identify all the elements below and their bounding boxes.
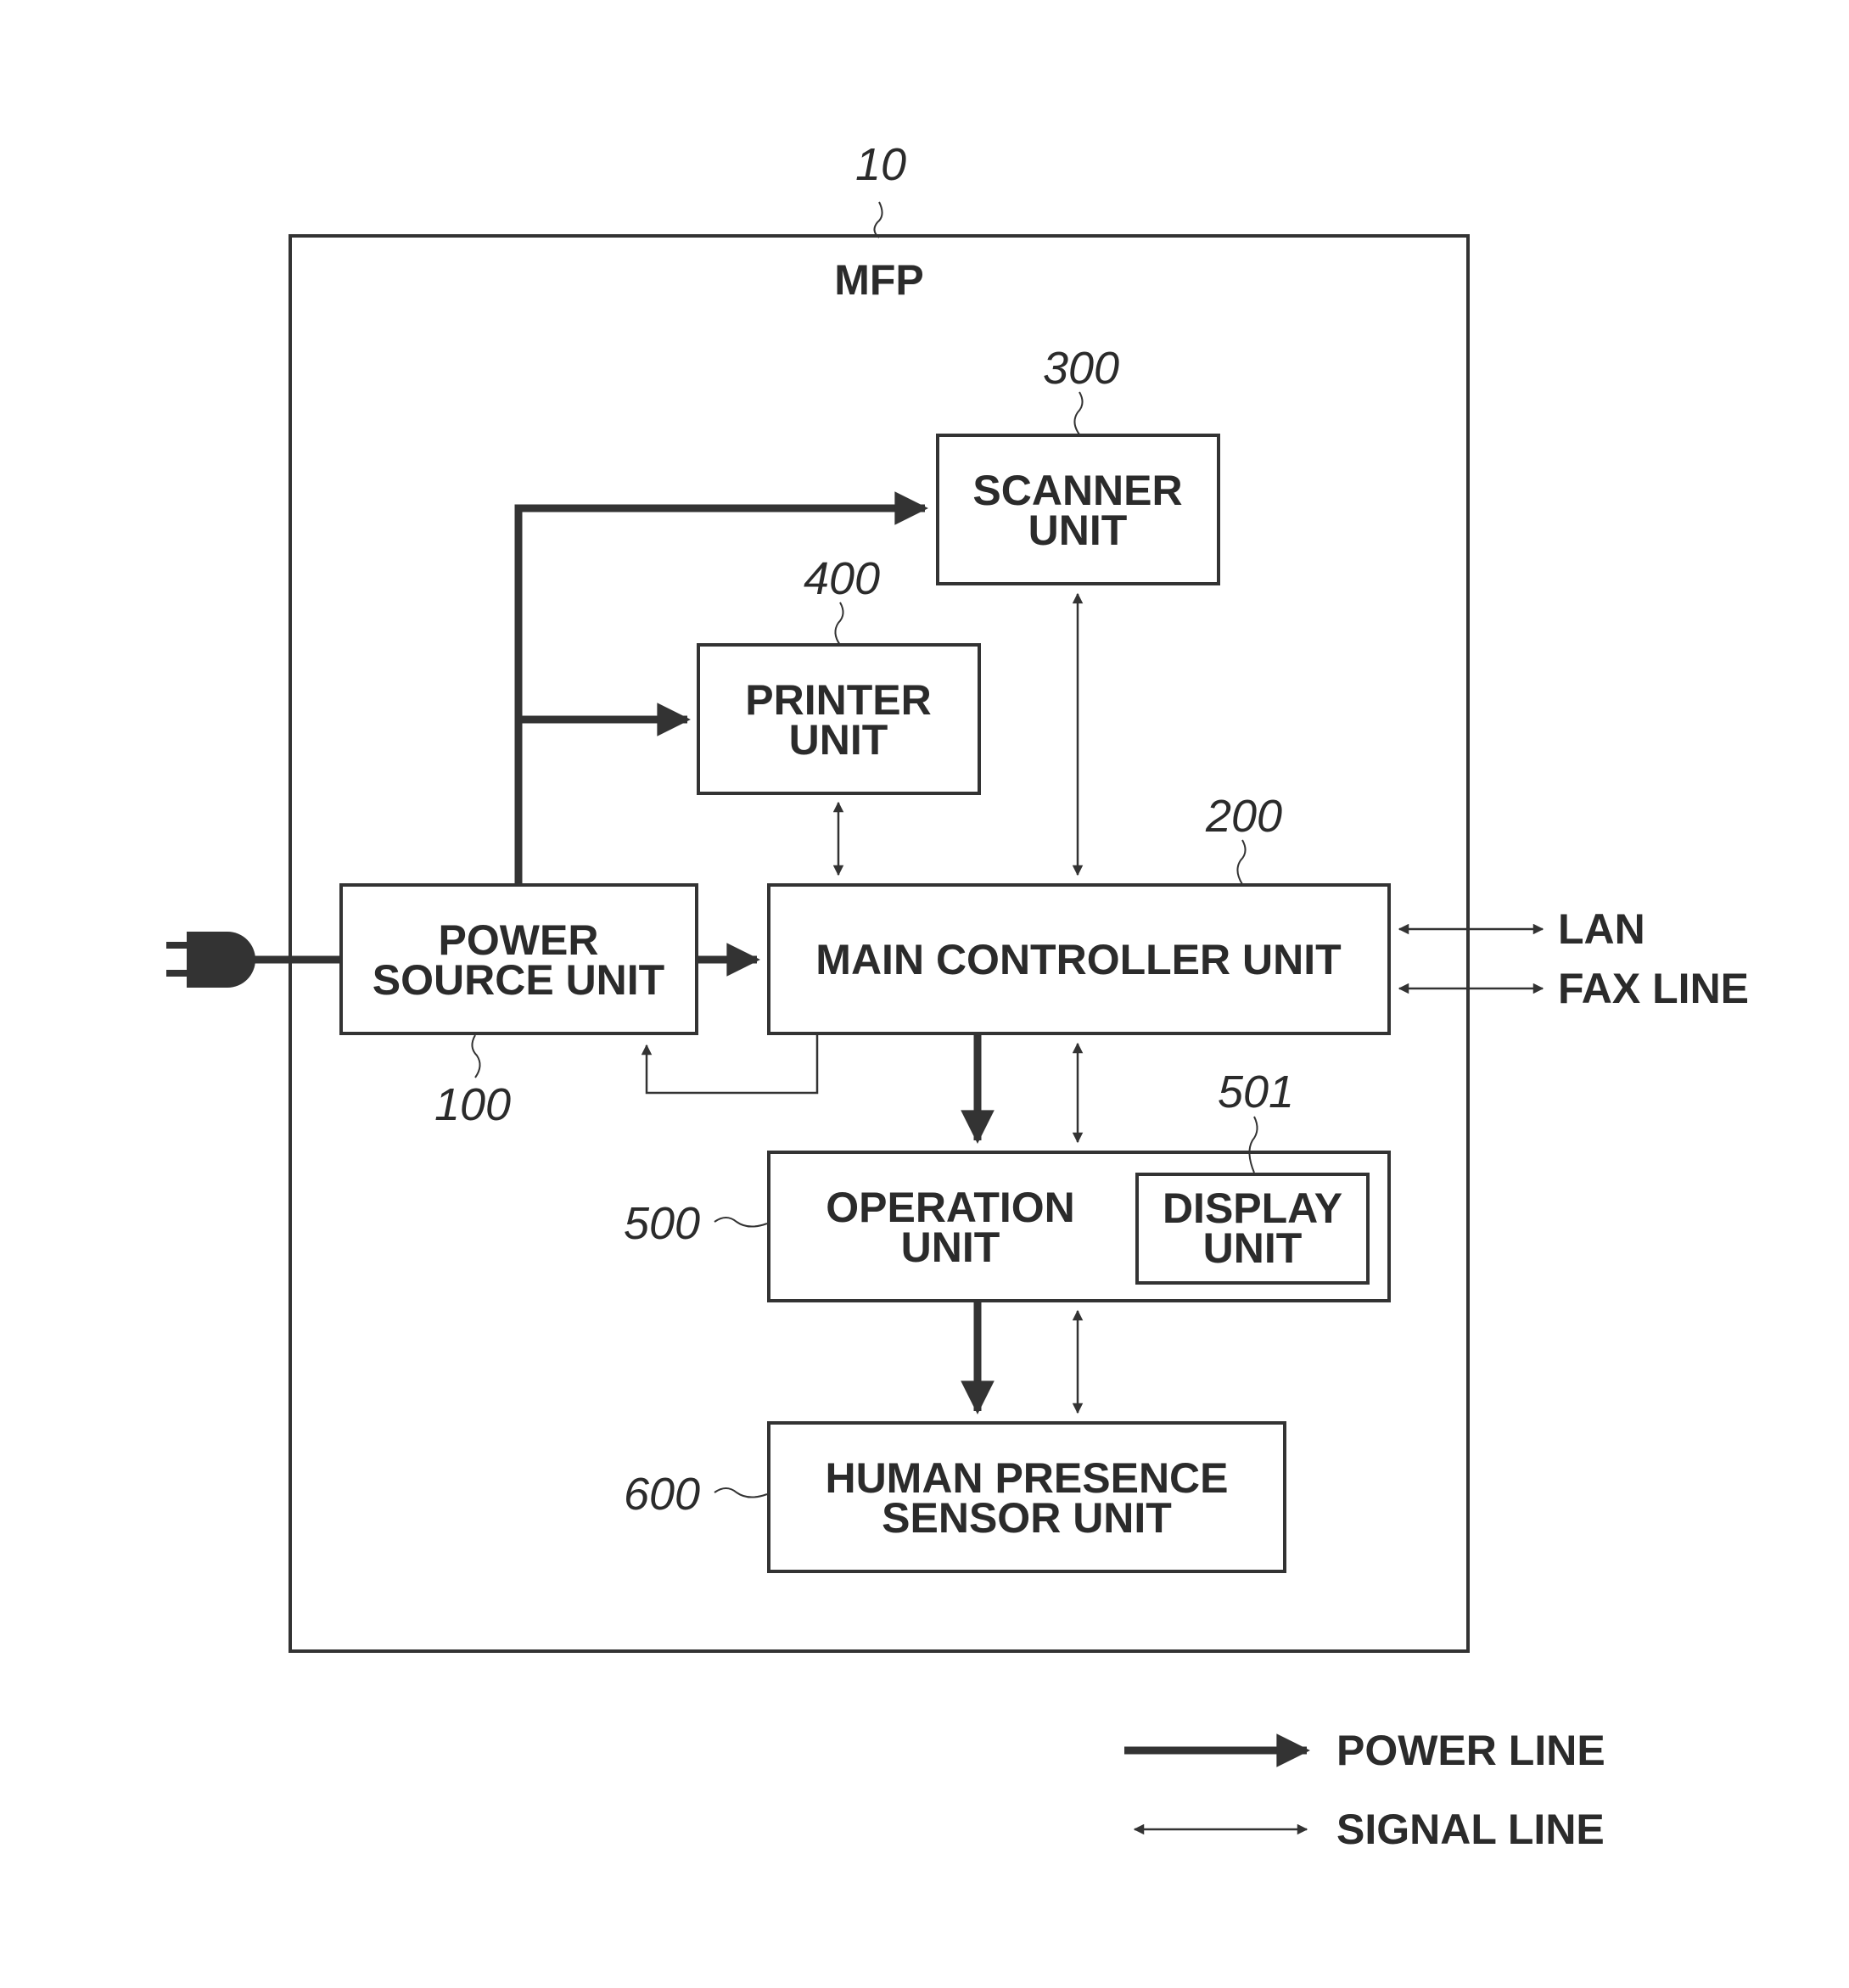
fax-line-label: FAX LINE (1558, 965, 1749, 1012)
sensor-unit-ref-leader (714, 1488, 767, 1498)
scanner-unit-label-line2: UNIT (1028, 507, 1128, 554)
power-source-unit-label-line2: SOURCE UNIT (373, 956, 664, 1004)
lan-label: LAN (1558, 905, 1645, 953)
main-controller-unit-ref: 200 (1205, 791, 1282, 842)
printer-unit-label-line2: UNIT (789, 716, 888, 764)
scanner-unit-ref-leader (1074, 392, 1082, 434)
printer-unit-ref: 400 (804, 553, 880, 604)
operation-unit-ref-leader (714, 1218, 767, 1227)
display-unit-label-line2: UNIT (1203, 1224, 1303, 1272)
legend-signal-line-label: SIGNAL LINE (1336, 1806, 1605, 1853)
mfp-label: MFP (834, 256, 924, 304)
main-controller-unit-ref-leader (1237, 840, 1245, 884)
mfp-ref-leader (874, 202, 882, 238)
legend-power-line-label: POWER LINE (1336, 1727, 1605, 1774)
power-source-unit-ref-leader (472, 1035, 479, 1078)
sensor-unit-ref: 600 (624, 1469, 700, 1520)
main-to-power-signal-line (647, 1033, 817, 1093)
display-unit-ref: 501 (1218, 1067, 1294, 1117)
power-source-unit-ref: 100 (434, 1079, 511, 1130)
operation-unit-label-line2: UNIT (901, 1224, 1000, 1271)
scanner-unit-ref: 300 (1043, 343, 1119, 394)
printer-unit-ref-leader (835, 602, 843, 645)
mfp-ref: 10 (855, 139, 906, 190)
display-unit-ref-leader (1249, 1117, 1257, 1173)
main-controller-unit-label: MAIN CONTROLLER UNIT (815, 936, 1341, 983)
operation-unit-ref: 500 (624, 1198, 700, 1249)
sensor-unit-label-line2: SENSOR UNIT (882, 1494, 1172, 1542)
